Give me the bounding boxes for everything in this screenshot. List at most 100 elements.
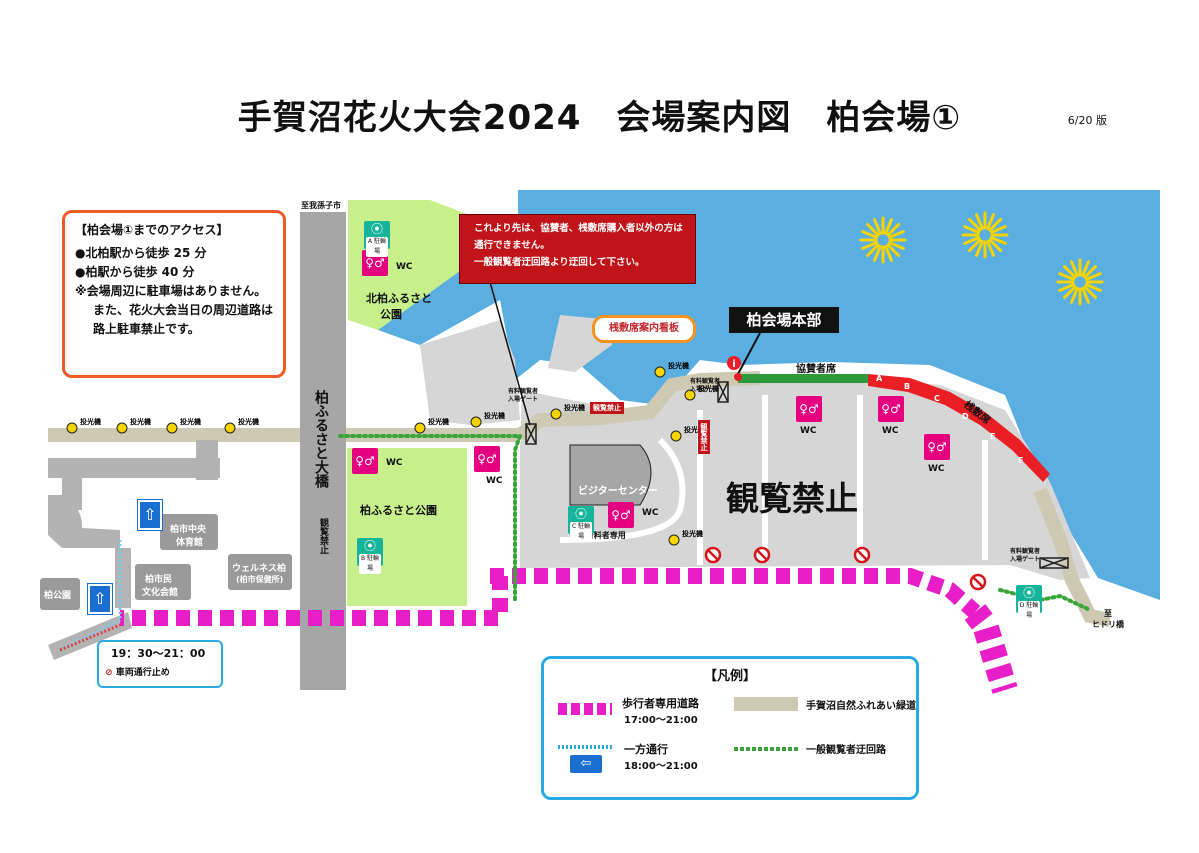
central-road xyxy=(115,548,131,608)
firework-3 xyxy=(1056,258,1104,306)
projector-icon xyxy=(668,534,680,546)
kashiwa-park-box xyxy=(40,578,80,610)
hall-label-1: 柏市民 xyxy=(145,575,173,585)
no-entry-slash xyxy=(756,549,768,561)
hq-dot xyxy=(734,373,742,381)
hq-pointer xyxy=(737,332,761,375)
projector-label: 投光機 xyxy=(130,417,151,426)
lake-teganuma xyxy=(378,190,1160,600)
no-entry-slash xyxy=(856,549,868,561)
projector-label: 投光機 xyxy=(682,529,703,538)
wellness-label-1: ウェルネス柏 xyxy=(232,564,287,574)
sajiki-band xyxy=(868,374,1050,482)
notice-line-2: 通行できません。 xyxy=(474,240,550,251)
wc-label: WC xyxy=(882,426,899,436)
no-entry-slash xyxy=(972,576,984,588)
greenway-road xyxy=(48,428,520,442)
gym-label-2: 体育館 xyxy=(176,538,204,548)
greenway-venue xyxy=(515,371,761,441)
restroom-icon: ♀♂ xyxy=(608,502,634,528)
wc-label: WC xyxy=(396,262,413,272)
projector-icon xyxy=(224,422,236,434)
paid-gate-east: 有料観覧者入場ゲート xyxy=(1010,548,1041,563)
firework-1 xyxy=(859,216,907,264)
no-vehicles-icon: ⊘ xyxy=(105,668,113,678)
sajiki-block-a: A xyxy=(876,374,883,383)
sajiki-block-e: E xyxy=(990,432,996,441)
bike-parking-b-icon: ⦿B 駐輪場 xyxy=(357,538,383,574)
no-view-tag-2: 観覧禁止 xyxy=(698,420,710,454)
vehicle-closure-box: 19：30～21：00 ⊘ 車両通行止め xyxy=(97,640,223,688)
sajiki-block-f: F xyxy=(1018,456,1024,465)
pedestrian-road xyxy=(120,568,1018,694)
projector-icon xyxy=(684,389,696,401)
legend-greenway-swatch xyxy=(734,697,798,711)
bike-parking-label: A 駐輪場 xyxy=(366,237,388,257)
projector-icon xyxy=(66,422,78,434)
culture-hall xyxy=(135,564,191,600)
wc-label: WC xyxy=(800,426,817,436)
warning-pointer xyxy=(489,281,531,426)
bridge-no-view-label: 観覧禁止 xyxy=(318,518,328,554)
projectors: 投光機投光機投光機投光機投光機投光機投光機投光機投光機投光機投光機 xyxy=(66,361,719,546)
bike-parking-label: C 駐輪場 xyxy=(570,522,592,542)
no-entry-slash xyxy=(707,549,719,561)
west-curve xyxy=(48,495,120,548)
hall-label-2: 文化会館 xyxy=(142,588,179,598)
access-line-2: ●柏駅から徒歩 40 分 xyxy=(75,265,195,279)
bike-parking-c-icon: ⦿C 駐輪場 xyxy=(568,506,594,542)
wellness-building xyxy=(228,554,292,590)
kitakashiwa-park-label-1: 北柏ふるさと xyxy=(366,292,432,305)
legend-detour-label: 一般観覧者迂回路 xyxy=(806,745,886,756)
projector-label: 投光機 xyxy=(668,361,689,370)
legend-box: 【凡例】 歩行者専用道路 17:00～21:00 ⇦ 一方通行 18:00～21… xyxy=(541,656,919,800)
projector-icon xyxy=(670,430,682,442)
oneway-arrow-up-icon-2: ⇧ xyxy=(87,583,113,615)
projector-label: 投光機 xyxy=(80,417,101,426)
wc-label: WC xyxy=(642,508,659,518)
bridge-label: 柏ふるさと大橋 xyxy=(313,390,329,488)
greenway-east xyxy=(1033,487,1112,627)
legend-ped-swatch xyxy=(558,703,612,715)
sajiki-sign-label: 桟敷席案内看板 xyxy=(592,315,696,343)
projector-icon xyxy=(654,366,666,378)
hidori-label-2: ヒドリ橋 xyxy=(1092,620,1124,629)
legend-oneway-arrow-icon: ⇦ xyxy=(570,755,602,773)
legend-oneway-swatch xyxy=(558,745,612,749)
bike-parking-label: D 駐輪場 xyxy=(1018,601,1040,621)
projector-icon xyxy=(550,408,562,420)
west-road-v2 xyxy=(196,440,218,480)
gym-label-1: 柏市中央 xyxy=(170,525,207,535)
projector-icon xyxy=(470,416,482,428)
projector-label: 投光機 xyxy=(564,403,585,412)
abiko-direction: 至我孫子市 xyxy=(301,201,341,210)
visitor-center xyxy=(569,444,652,506)
bike-parking-d-icon: ⦿D 駐輪場 xyxy=(1016,585,1042,621)
restroom-icon: ♀♂ xyxy=(878,396,904,422)
oneway-arrow-up-icon: ⇧ xyxy=(137,499,163,531)
closure-label: 車両通行止め xyxy=(115,668,170,678)
oneway-street xyxy=(59,540,122,652)
sajiki-block-d: D xyxy=(962,412,969,421)
wellness-label-2: (柏市保健所) xyxy=(236,575,284,584)
north-gray xyxy=(420,320,520,425)
firework-2 xyxy=(961,211,1009,259)
venue-lanes xyxy=(559,395,988,565)
info-icon-glyph: i xyxy=(732,359,735,370)
access-info-box: 【柏会場①までのアクセス】 ●北柏駅から徒歩 25 分 ●柏駅から徒歩 40 分… xyxy=(62,210,286,378)
legend-title: 【凡例】 xyxy=(703,669,756,684)
sajiki-block-b: B xyxy=(904,382,911,391)
restroom-icon: ♀♂ xyxy=(474,446,500,472)
projector-label: 投光機 xyxy=(428,417,449,426)
legend-oneway-label: 一方通行 xyxy=(624,743,668,756)
access-title: 【柏会場①までのアクセス】 xyxy=(75,223,229,237)
sajiki-block-c: C xyxy=(934,394,940,403)
wc-label: WC xyxy=(386,458,403,468)
fireworks xyxy=(859,211,1104,306)
paid-gate-west: 有料観覧者入場ゲート xyxy=(508,388,539,403)
closure-time: 19：30～21：00 xyxy=(111,647,206,660)
paid-gate-north: 有料観覧者入場ゲート xyxy=(690,378,721,393)
restroom-icon: ♀♂ xyxy=(796,396,822,422)
projector-icon xyxy=(414,422,426,434)
access-line-3: ※会場周辺に駐車場はありません。 xyxy=(75,284,267,298)
